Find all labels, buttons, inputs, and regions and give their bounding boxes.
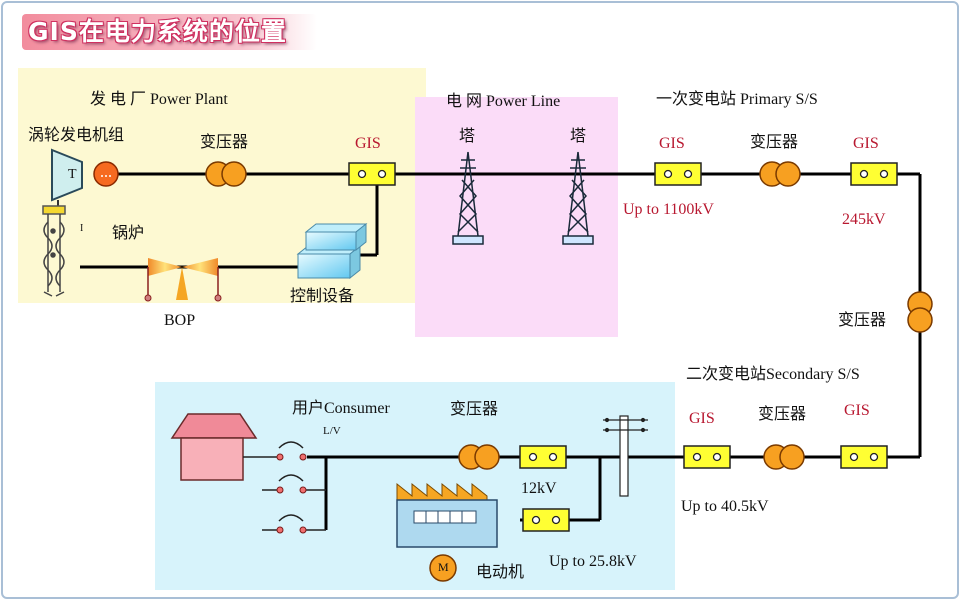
consumer-label: 用户Consumer (292, 400, 390, 417)
house-icon (170, 413, 258, 481)
voltage-label: Up to 40.5kV (681, 498, 769, 515)
voltage-label: Up to 1100kV (623, 201, 714, 218)
power-plant-label: 发 电 厂 Power Plant (90, 91, 228, 108)
switch-contacts (276, 453, 307, 534)
tower-icon (452, 151, 594, 245)
control-equipment-label: 控制设备 (290, 288, 355, 305)
gis-label: GIS (355, 135, 381, 152)
motor-label: 电动机 (476, 564, 525, 581)
power-line-label: 电 网 Power Line (446, 93, 561, 110)
slide-title: GIS在电力系统的位置 (22, 14, 317, 50)
control-equipment-icon (296, 222, 368, 280)
boiler-label: 锅炉 (112, 225, 145, 242)
transformer-icon (205, 161, 933, 470)
turbine-set-label: 涡轮发电机组 (28, 127, 125, 144)
transformer-label: 变压器 (200, 134, 249, 151)
bus-lines (80, 172, 922, 530)
consumer-switches (243, 441, 326, 531)
voltage-label: Up to 25.8kV (549, 553, 637, 570)
gis-label: GIS (659, 135, 685, 152)
bop-burner-icon (144, 258, 222, 302)
turbine-t-label: T (68, 167, 77, 182)
distribution-pole-icon (603, 415, 648, 497)
secondary-substation-label: 二次变电站Secondary S/S (686, 366, 860, 383)
transformer-label: 变压器 (750, 134, 799, 151)
voltage-label: 12kV (521, 480, 557, 497)
gis-label: GIS (844, 402, 870, 419)
tower-label: 塔 (459, 128, 476, 145)
transformer-label: 变压器 (450, 401, 499, 418)
gis-label: GIS (689, 410, 715, 427)
motor-icon (429, 554, 457, 582)
primary-substation-label: 一次变电站 Primary S/S (656, 91, 818, 108)
lv-label: L/V (323, 425, 341, 437)
boiler-coil-icon (42, 205, 66, 297)
gis-label: GIS (853, 135, 879, 152)
bop-label: BOP (164, 312, 196, 329)
gis-contacts (357, 169, 889, 525)
gis-icon (348, 162, 898, 532)
tower-label: 塔 (570, 128, 587, 145)
small-i-label: I (80, 223, 84, 234)
turbine-icon (51, 148, 119, 210)
factory-icon (396, 482, 498, 548)
voltage-label: 245kV (842, 211, 886, 228)
power-line-zone (415, 97, 618, 337)
transformer-label: 变压器 (838, 312, 887, 329)
transformer-label: 变压器 (758, 406, 807, 423)
motor-m-label: M (438, 560, 449, 574)
